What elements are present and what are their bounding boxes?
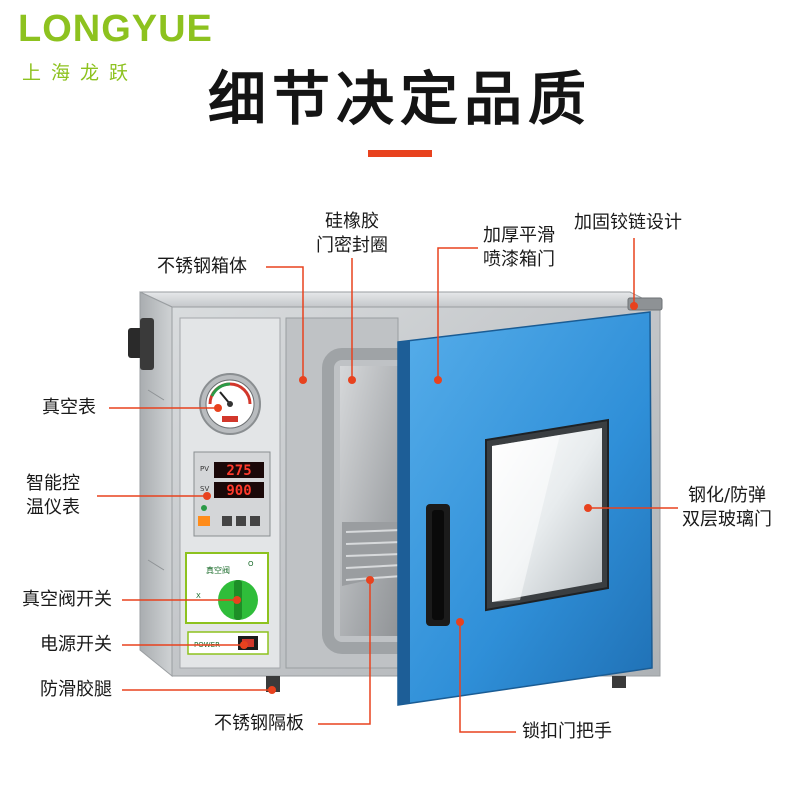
callout-door-handle: 锁扣门把手 — [522, 721, 612, 742]
callout-antislip-feet: 防滑胶腿 — [40, 679, 112, 700]
vacuum-valve-panel: 真空阀 O X — [185, 552, 269, 624]
callout-silicone-seal-line1: 硅橡胶 — [325, 211, 379, 232]
callout-smart-controller: 智能控 温仪表 — [26, 472, 80, 520]
callout-painted-door: 加厚平滑 喷漆箱门 — [483, 224, 555, 272]
down-key[interactable] — [236, 516, 246, 526]
valve-label: 真空阀 — [206, 565, 230, 575]
sv-readout: 900 — [226, 483, 251, 499]
headline-accent-bar — [368, 150, 432, 157]
vacuum-gauge — [199, 373, 261, 435]
callout-painted-door-line2: 喷漆箱门 — [483, 249, 555, 270]
callout-smart-controller-line2: 温仪表 — [26, 497, 80, 518]
pv-label: PV — [200, 465, 209, 473]
callout-hinge: 加固铰链设计 — [574, 212, 682, 233]
valve-close-mark: X — [196, 592, 201, 600]
power-switch-panel: POWER — [187, 631, 269, 655]
set-key[interactable] — [198, 516, 210, 526]
antislip-foot — [266, 676, 280, 692]
callout-silicone-seal-line2: 门密封圈 — [316, 235, 388, 256]
cabinet-top — [139, 291, 661, 308]
callout-vacuum-gauge: 真空表 — [42, 397, 96, 418]
pv-readout: 275 — [226, 463, 251, 479]
door-handle[interactable] — [426, 504, 450, 626]
side-vents — [147, 389, 165, 571]
stainless-shelf — [342, 522, 404, 586]
callout-glass-door-line2: 双层玻璃门 — [682, 509, 772, 530]
sv-label: SV — [200, 485, 209, 493]
left-key[interactable] — [222, 516, 232, 526]
page-headline: 细节决定品质 — [207, 65, 592, 133]
brand-logo-chinese: 上海龙跃 — [22, 62, 139, 84]
callout-glass-door: 钢化/防弹 双层玻璃门 — [682, 484, 772, 532]
callout-stainless-shelf: 不锈钢隔板 — [214, 713, 304, 734]
callout-glass-door-line1: 钢化/防弹 — [687, 485, 767, 506]
callout-vacuum-valve-switch: 真空阀开关 — [22, 589, 112, 610]
callout-smart-controller-line1: 智能控 — [26, 473, 80, 494]
callout-power-switch: 电源开关 — [40, 634, 112, 655]
brand-logo-text: LONGYUE — [18, 8, 213, 50]
callout-painted-door-line1: 加厚平滑 — [483, 225, 555, 246]
valve-open-mark: O — [248, 560, 254, 568]
power-label: POWER — [194, 641, 220, 649]
callout-silicone-seal: 硅橡胶 门密封圈 — [316, 210, 388, 258]
up-key[interactable] — [250, 516, 260, 526]
temperature-controller: PV 275 SV 900 — [193, 451, 271, 537]
door-hinge — [627, 297, 663, 311]
callout-stainless-body: 不锈钢箱体 — [157, 256, 247, 277]
